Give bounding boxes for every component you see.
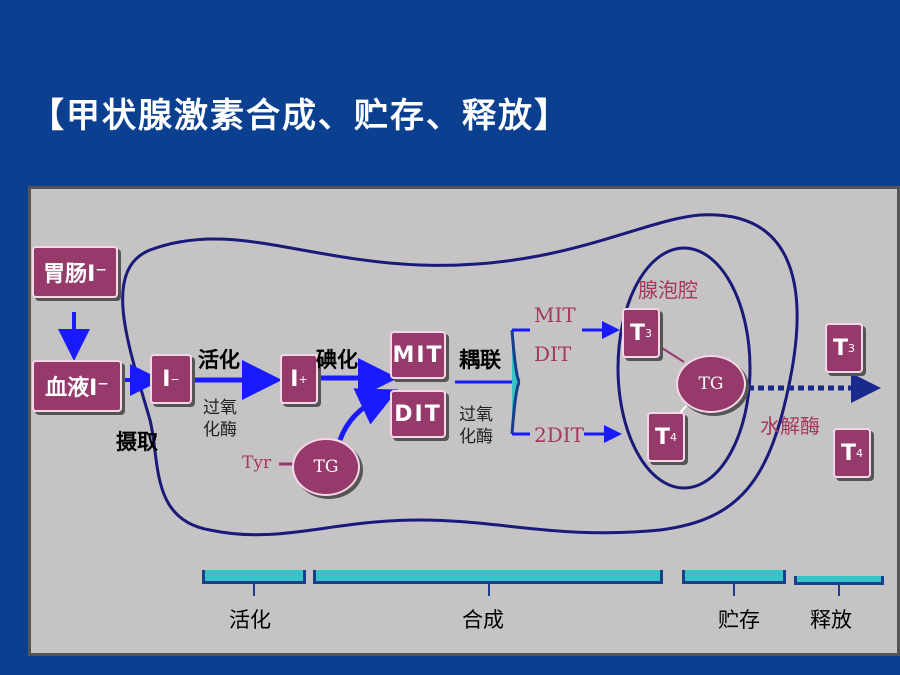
uptake-label: 摄取 [116,430,158,454]
gut-iodide-label: 胃肠I⁻ [43,262,107,287]
stage-label-release: 释放 [810,608,852,632]
t3-tg-link [661,347,685,363]
stage-tick-release [838,584,840,596]
iodide-symbol: I [162,366,171,392]
t3-outer-symbol: T [832,335,848,361]
iodination-label: 碘化 [316,348,358,372]
t3-outer-subscript: 3 [848,341,855,355]
mit-label: MIT [392,342,444,368]
dit-out-label: DIT [534,342,572,366]
peroxidase-label-1: 过氧 化酶 [203,398,237,440]
peroxidase-label-2: 过氧 化酶 [459,405,493,447]
t4-outer-symbol: T [840,440,856,466]
tg-left-circle: TG [292,438,360,496]
t3-inner-subscript: 3 [645,326,652,340]
tyr-label: Tyr [242,453,272,473]
stage-label-synthesis: 合成 [462,608,504,632]
t4-inner-symbol: T [654,424,670,450]
iodine-box: I+ [280,354,318,404]
stage-bar-synthesis [313,570,663,584]
lumen-label: 腺泡腔 [638,278,698,302]
t4-outer-subscript: 4 [856,446,863,460]
stage-label-storage: 贮存 [718,608,760,632]
gut-iodide-box: 胃肠I⁻ [32,246,118,298]
iodide-charge: − [170,372,180,386]
hydrolase-label: 水解酶 [760,414,820,438]
stage-tick-storage [733,584,735,596]
coupling-label: 耦联 [459,348,501,372]
stage-tick-synthesis [488,584,490,596]
t4-inner-subscript: 4 [670,430,677,444]
cell-outline [121,213,799,537]
t3-inner-symbol: T [629,320,645,346]
stage-bar-activation [202,570,306,584]
stage-tick-activation [253,584,255,596]
tg-right-label: TG [698,374,724,394]
blood-iodide-label: 血液I⁻ [45,376,109,401]
activation-label: 活化 [198,348,240,372]
iodine-symbol: I [290,366,299,392]
iodide-box: I− [150,354,192,404]
tg-right-circle: TG [676,355,746,413]
dit-box: DIT [390,390,446,438]
follicle-lumen-outline [616,246,752,490]
coupling-bracket [510,329,522,435]
page-title: 【甲状腺激素合成、贮存、释放】 [30,96,570,136]
blood-iodide-box: 血液I⁻ [32,360,122,412]
stage-bar-storage [682,570,786,584]
mit-box: MIT [390,331,446,379]
iodine-charge: + [298,372,308,386]
dit-label: DIT [394,401,442,427]
stage-label-activation: 活化 [229,608,271,632]
arrow-tg-to-dit [337,388,399,441]
dit2-out-label: 2DIT [534,423,584,447]
mit-out-label: MIT [534,303,576,327]
tg-left-label: TG [313,457,339,477]
stage-bar-release [794,576,884,585]
